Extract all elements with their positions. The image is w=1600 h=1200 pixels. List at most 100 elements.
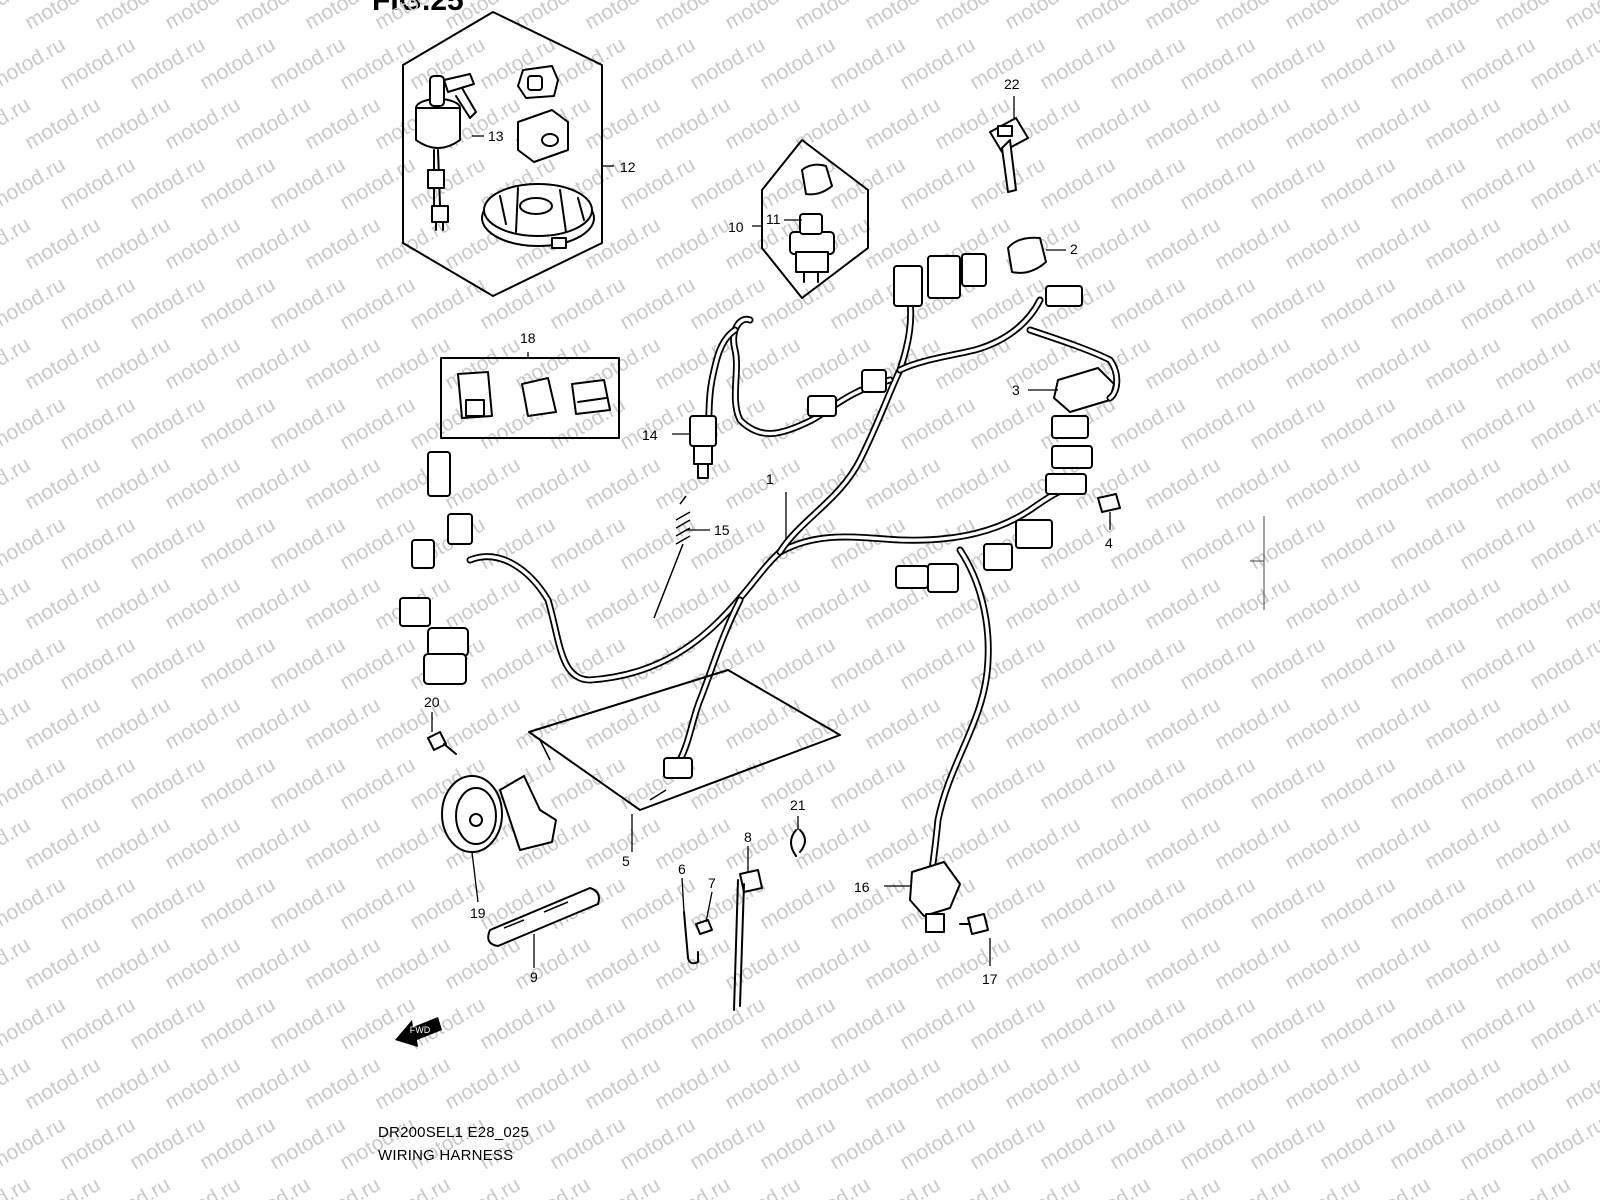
watermark-text: motod.ru <box>1281 333 1364 394</box>
watermark-text: motod.ru <box>1036 633 1119 694</box>
watermark-text: motod.ru <box>721 1173 804 1200</box>
watermark-text: motod.ru <box>966 393 1049 454</box>
watermark-text: motod.ru <box>126 273 209 334</box>
watermark-text: motod.ru <box>1526 1113 1600 1174</box>
watermark-text: motod.ru <box>1106 1113 1189 1174</box>
watermark-text: motod.ru <box>336 153 419 214</box>
watermark-text: motod.ru <box>56 873 139 934</box>
watermark-text: motod.ru <box>721 453 804 514</box>
watermark-text: motod.ru <box>861 1173 944 1200</box>
watermark-text: motod.ru <box>441 693 524 754</box>
watermark-text: motod.ru <box>91 1053 174 1114</box>
watermark-text: motod.ru <box>651 1053 734 1114</box>
watermark-text: motod.ru <box>1106 33 1189 94</box>
watermark-text: motod.ru <box>1071 693 1154 754</box>
part-10-switch-kit <box>761 139 869 299</box>
watermark-text: motod.ru <box>651 453 734 514</box>
watermark-text: motod.ru <box>1141 453 1224 514</box>
watermark-text: motod.ru <box>476 633 559 694</box>
watermark-text: motod.ru <box>0 393 69 454</box>
watermark-text: motod.ru <box>56 753 139 814</box>
watermark-text: motod.ru <box>1176 33 1259 94</box>
watermark-text: motod.ru <box>161 933 244 994</box>
watermark-text: motod.ru <box>441 453 524 514</box>
watermark-text: motod.ru <box>1421 93 1504 154</box>
callout-10: 10 <box>728 219 744 235</box>
watermark-text: motod.ru <box>1351 813 1434 874</box>
watermark-text: motod.ru <box>1421 1173 1504 1200</box>
watermark-text: motod.ru <box>1316 873 1399 934</box>
watermark-text: motod.ru <box>0 513 69 574</box>
watermark-text: motod.ru <box>721 933 804 994</box>
callout-7: 7 <box>708 875 716 891</box>
watermark-text: motod.ru <box>231 453 314 514</box>
watermark-text: motod.ru <box>266 33 349 94</box>
watermark-text: motod.ru <box>126 393 209 454</box>
watermark-text: motod.ru <box>1561 0 1600 34</box>
callout-16: 16 <box>854 879 870 895</box>
watermark-text: motod.ru <box>756 993 839 1054</box>
watermark-text: motod.ru <box>1001 693 1084 754</box>
watermark-text: motod.ru <box>581 933 664 994</box>
watermark-text: motod.ru <box>126 633 209 694</box>
watermark-text: motod.ru <box>1351 453 1434 514</box>
watermark-text: motod.ru <box>931 1053 1014 1114</box>
watermark-text: motod.ru <box>791 1053 874 1114</box>
watermark-text: motod.ru <box>1071 1173 1154 1200</box>
watermark-text: motod.ru <box>21 693 104 754</box>
watermark-text: motod.ru <box>91 213 174 274</box>
watermark-text: motod.ru <box>1106 153 1189 214</box>
watermark-text: motod.ru <box>231 813 314 874</box>
watermark-text: motod.ru <box>126 1113 209 1174</box>
watermark-text: motod.ru <box>1351 213 1434 274</box>
watermark-text: motod.ru <box>56 33 139 94</box>
watermark-text: motod.ru <box>126 873 209 934</box>
watermark-text: motod.ru <box>126 993 209 1054</box>
watermark-text: motod.ru <box>1316 633 1399 694</box>
watermark-text: motod.ru <box>1386 513 1469 574</box>
watermark-text: motod.ru <box>861 93 944 154</box>
watermark-text: motod.ru <box>0 633 69 694</box>
watermark-text: motod.ru <box>231 333 314 394</box>
watermark-text: motod.ru <box>21 93 104 154</box>
watermark-text: motod.ru <box>1456 393 1539 454</box>
watermark-text: motod.ru <box>1491 1053 1574 1114</box>
watermark-text: motod.ru <box>1456 1113 1539 1174</box>
watermark-text: motod.ru <box>1386 273 1469 334</box>
watermark-text: motod.ru <box>56 153 139 214</box>
watermark-text: motod.ru <box>266 993 349 1054</box>
watermark-text: motod.ru <box>1036 873 1119 934</box>
watermark-text: motod.ru <box>161 453 244 514</box>
watermark-text: motod.ru <box>546 993 629 1054</box>
watermark-text: motod.ru <box>196 873 279 934</box>
watermark-text: motod.ru <box>826 633 909 694</box>
watermark-text: motod.ru <box>1211 693 1294 754</box>
watermark-text: motod.ru <box>1526 153 1600 214</box>
watermark-text: motod.ru <box>196 1113 279 1174</box>
watermark-text: motod.ru <box>56 393 139 454</box>
part-12-ignition-switch-set <box>402 11 603 297</box>
watermark-text: motod.ru <box>1491 693 1574 754</box>
watermark-text: motod.ru <box>896 33 979 94</box>
watermark-text: motod.ru <box>581 573 664 634</box>
watermark-text: motod.ru <box>966 633 1049 694</box>
part-4-fuse <box>1097 493 1121 513</box>
watermark-text: motod.ru <box>231 213 314 274</box>
watermark-text: motod.ru <box>1176 1113 1259 1174</box>
watermark-text: motod.ru <box>1211 813 1294 874</box>
fwd-label: FWD <box>410 1025 431 1035</box>
watermark-text: motod.ru <box>231 93 314 154</box>
watermark-text: motod.ru <box>1526 633 1600 694</box>
watermark-text: motod.ru <box>1421 693 1504 754</box>
watermark-text: motod.ru <box>1211 1173 1294 1200</box>
watermark-text: motod.ru <box>0 153 69 214</box>
watermark-text: motod.ru <box>896 993 979 1054</box>
watermark-text: motod.ru <box>301 933 384 994</box>
watermark-text: motod.ru <box>196 273 279 334</box>
callout-14: 14 <box>642 427 658 443</box>
watermark-text: motod.ru <box>1281 1053 1364 1114</box>
watermark-text: motod.ru <box>1246 993 1329 1054</box>
watermark-text: motod.ru <box>406 1113 489 1174</box>
watermark-text: motod.ru <box>896 753 979 814</box>
watermark-text: motod.ru <box>1246 153 1329 214</box>
